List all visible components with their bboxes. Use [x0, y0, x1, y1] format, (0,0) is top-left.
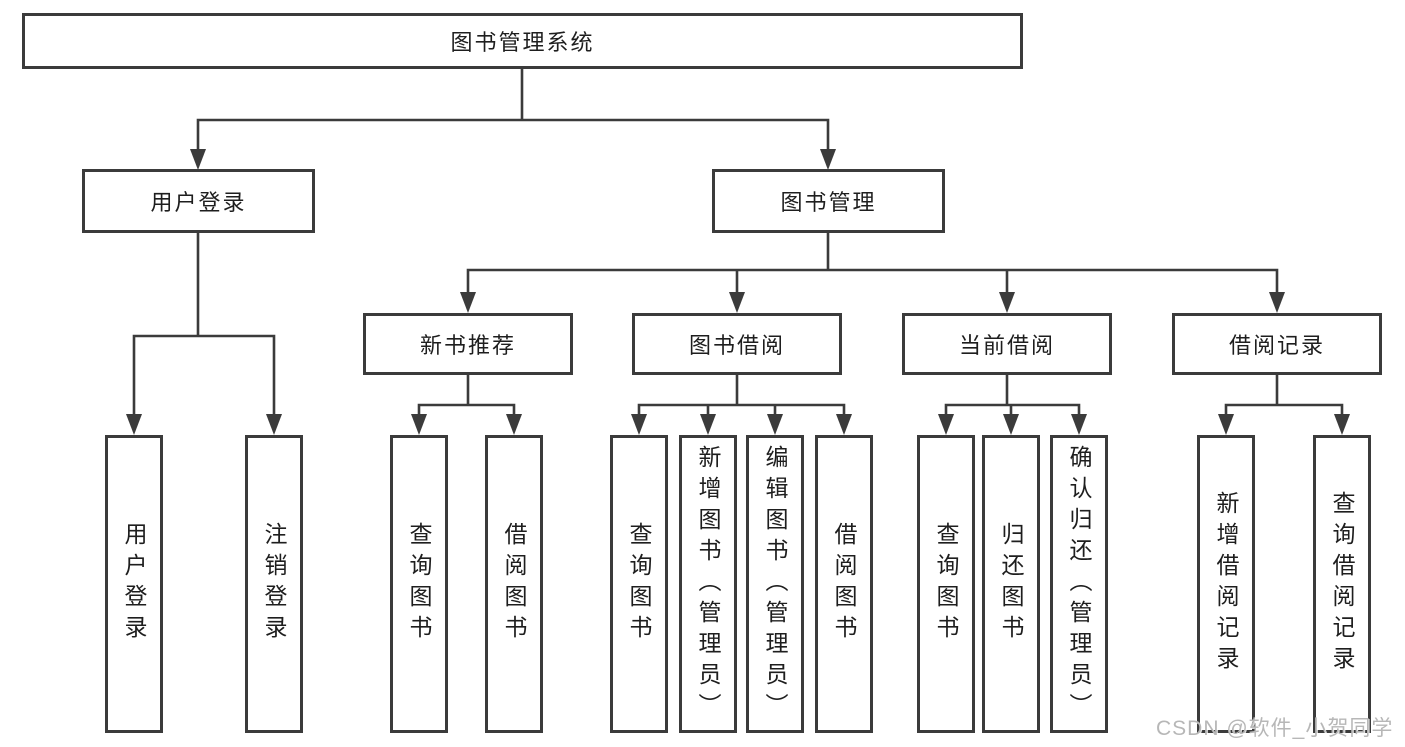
connector-lines: [132, 67, 1344, 420]
connector-book-borrow-split: [637, 372, 846, 420]
arrow-down-icon: [729, 292, 745, 313]
leaf-user-login: 用户登录: [105, 435, 163, 733]
arrow-down-icon: [938, 414, 954, 435]
arrow-down-icon: [266, 414, 282, 435]
arrow-down-icon: [460, 292, 476, 313]
leaf-edit-book-admin: 编辑图书（管理员）: [746, 435, 804, 733]
node-current-borrow: 当前借阅: [902, 313, 1112, 375]
arrow-down-icon: [631, 414, 647, 435]
arrow-down-icon: [1071, 414, 1087, 435]
arrow-down-icon: [999, 292, 1015, 313]
leaf-query-borrow-record: 查询借阅记录: [1313, 435, 1371, 733]
arrow-down-icon: [1269, 292, 1285, 313]
arrow-down-icon: [836, 414, 852, 435]
leaf-logout: 注销登录: [245, 435, 303, 733]
node-user-login-module: 用户登录: [82, 169, 315, 233]
connector-borrow-records-split: [1224, 372, 1344, 420]
node-borrow-records: 借阅记录: [1172, 313, 1382, 375]
leaf-borrow-books-recommend: 借阅图书: [485, 435, 543, 733]
connector-current-borrow-split: [944, 372, 1081, 420]
leaf-query-books-current: 查询图书: [917, 435, 975, 733]
arrow-down-icon: [190, 149, 206, 170]
arrow-down-icon: [411, 414, 427, 435]
arrow-down-icon: [820, 149, 836, 170]
arrow-down-icon: [126, 414, 142, 435]
arrow-down-icon: [767, 414, 783, 435]
connector-root-to-level2: [196, 67, 830, 154]
csdn-watermark: CSDN @软件_小贺同学: [1156, 717, 1394, 740]
connector-user-login-split: [132, 230, 276, 418]
leaf-return-books: 归还图书: [982, 435, 1040, 733]
leaf-add-borrow-record: 新增借阅记录: [1197, 435, 1255, 733]
connector-new-book-split: [417, 372, 516, 420]
arrow-down-icon: [1003, 414, 1019, 435]
node-book-borrow: 图书借阅: [632, 313, 842, 375]
leaf-borrow-books: 借阅图书: [815, 435, 873, 733]
leaf-query-books-borrow: 查询图书: [610, 435, 668, 733]
arrowheads: [126, 149, 1350, 435]
node-root: 图书管理系统: [22, 13, 1023, 69]
leaf-add-book-admin: 新增图书（管理员）: [679, 435, 737, 733]
leaf-query-books-recommend: 查询图书: [390, 435, 448, 733]
arrow-down-icon: [1218, 414, 1234, 435]
leaf-confirm-return-admin: 确认归还（管理员）: [1050, 435, 1108, 733]
node-new-book-recommend: 新书推荐: [363, 313, 573, 375]
arrow-down-icon: [506, 414, 522, 435]
node-book-management: 图书管理: [712, 169, 945, 233]
arrow-down-icon: [1334, 414, 1350, 435]
arrow-down-icon: [700, 414, 716, 435]
connector-book-management-to-level3: [466, 230, 1279, 298]
